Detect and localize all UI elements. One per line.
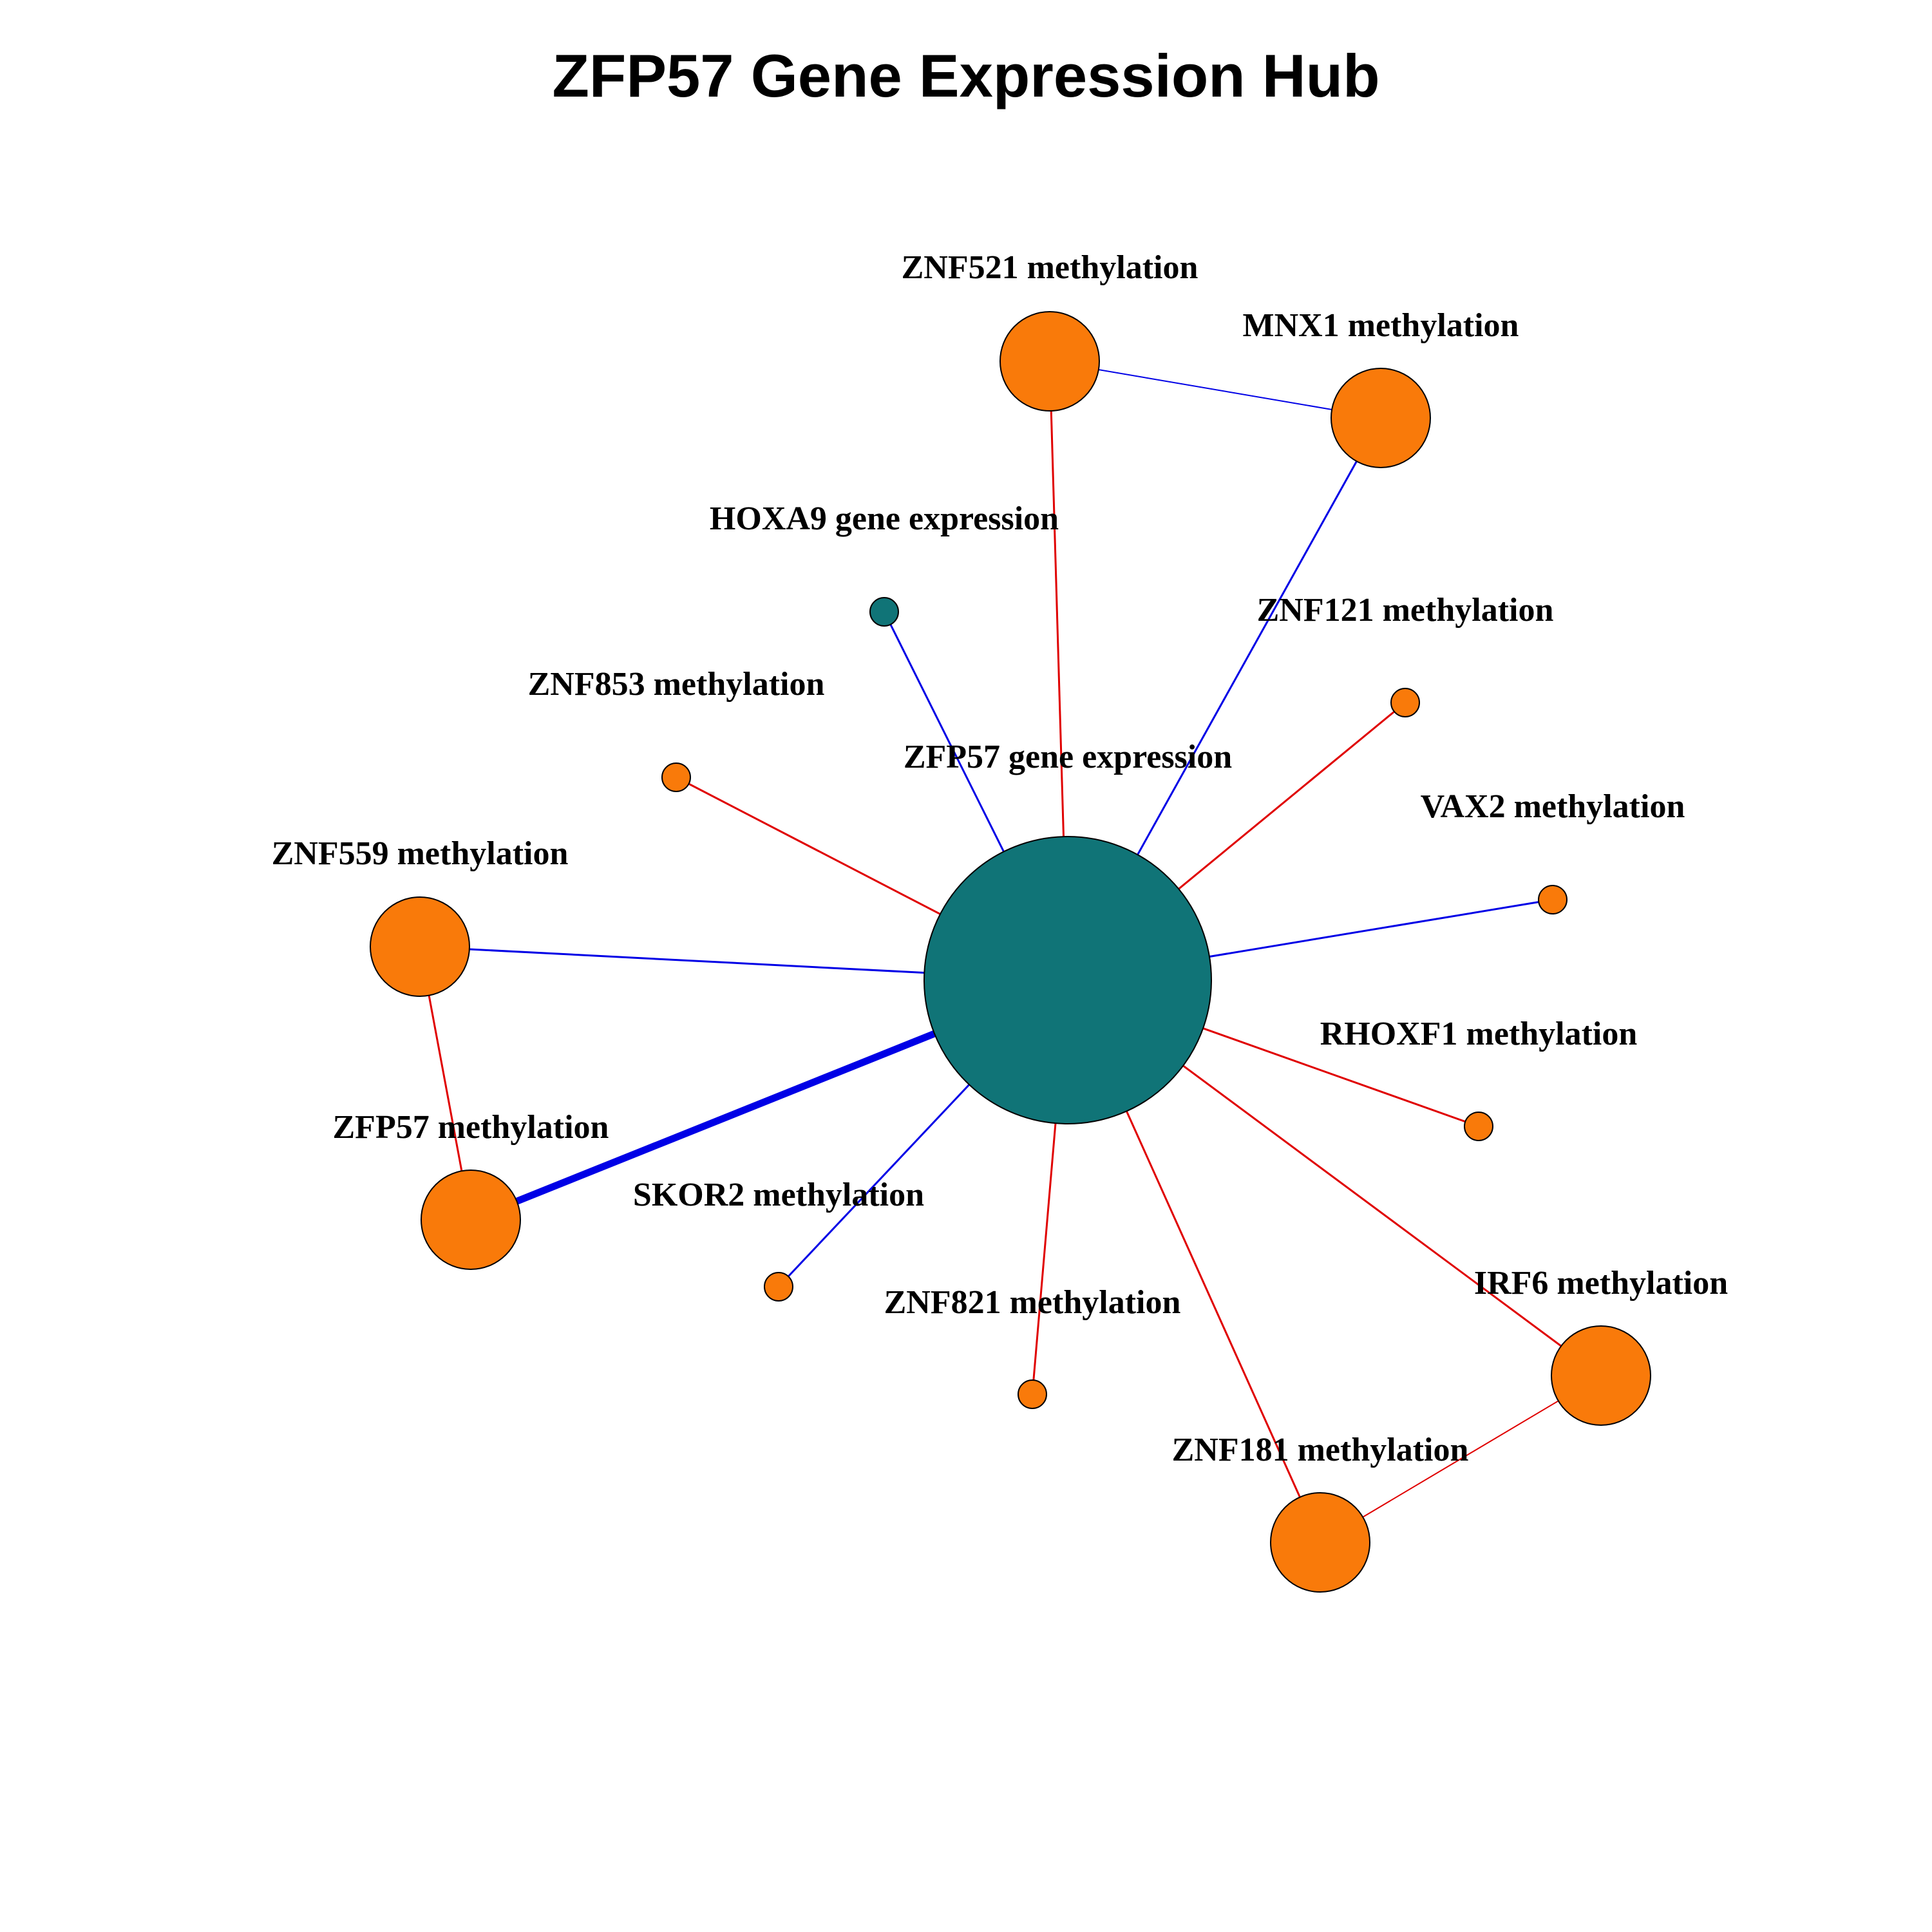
node-hoxa9_expr [869, 597, 899, 627]
node-zfp57_expr [923, 836, 1212, 1124]
node-label-skor2: SKOR2 methylation [633, 1177, 924, 1213]
node-znf821 [1018, 1379, 1047, 1409]
node-znf181 [1270, 1492, 1370, 1593]
node-rhoxf1 [1464, 1112, 1493, 1141]
nodes-layer [370, 311, 1651, 1593]
node-label-mnx1: MNX1 methylation [1243, 307, 1519, 344]
node-label-hoxa9_expr: HOXA9 gene expression [710, 500, 1059, 537]
node-znf121 [1390, 688, 1420, 717]
labels-layer: ZFP57 gene expression HOXA9 gene expressi… [272, 249, 1728, 1468]
node-label-znf821: ZNF821 methylation [884, 1284, 1181, 1321]
node-irf6 [1551, 1325, 1651, 1426]
edge-znf181-irf6 [1320, 1375, 1602, 1543]
node-znf521 [999, 311, 1100, 412]
node-label-zfp57_expr: ZFP57 gene expression [904, 739, 1232, 775]
node-label-znf853: ZNF853 methylation [528, 666, 825, 703]
node-znf853 [661, 762, 691, 792]
page-title: ZFP57 Gene Expression Hub [552, 42, 1380, 109]
node-label-rhoxf1: RHOXF1 methylation [1320, 1016, 1638, 1052]
node-skor2 [764, 1272, 793, 1302]
node-label-znf181: ZNF181 methylation [1172, 1432, 1469, 1468]
node-label-irf6: IRF6 methylation [1474, 1265, 1728, 1302]
edge-znf521-mnx1 [1049, 361, 1381, 419]
node-label-vax2: VAX2 methylation [1421, 788, 1685, 825]
node-znf559 [370, 896, 470, 997]
node-mnx1 [1331, 368, 1431, 468]
node-label-znf121: ZNF121 methylation [1257, 592, 1554, 629]
node-vax2 [1538, 885, 1567, 914]
node-label-znf521: ZNF521 methylation [902, 249, 1198, 286]
node-zfp57_meth [421, 1170, 521, 1270]
node-label-znf559: ZNF559 methylation [272, 835, 569, 872]
node-label-zfp57_meth: ZFP57 methylation [333, 1109, 609, 1146]
